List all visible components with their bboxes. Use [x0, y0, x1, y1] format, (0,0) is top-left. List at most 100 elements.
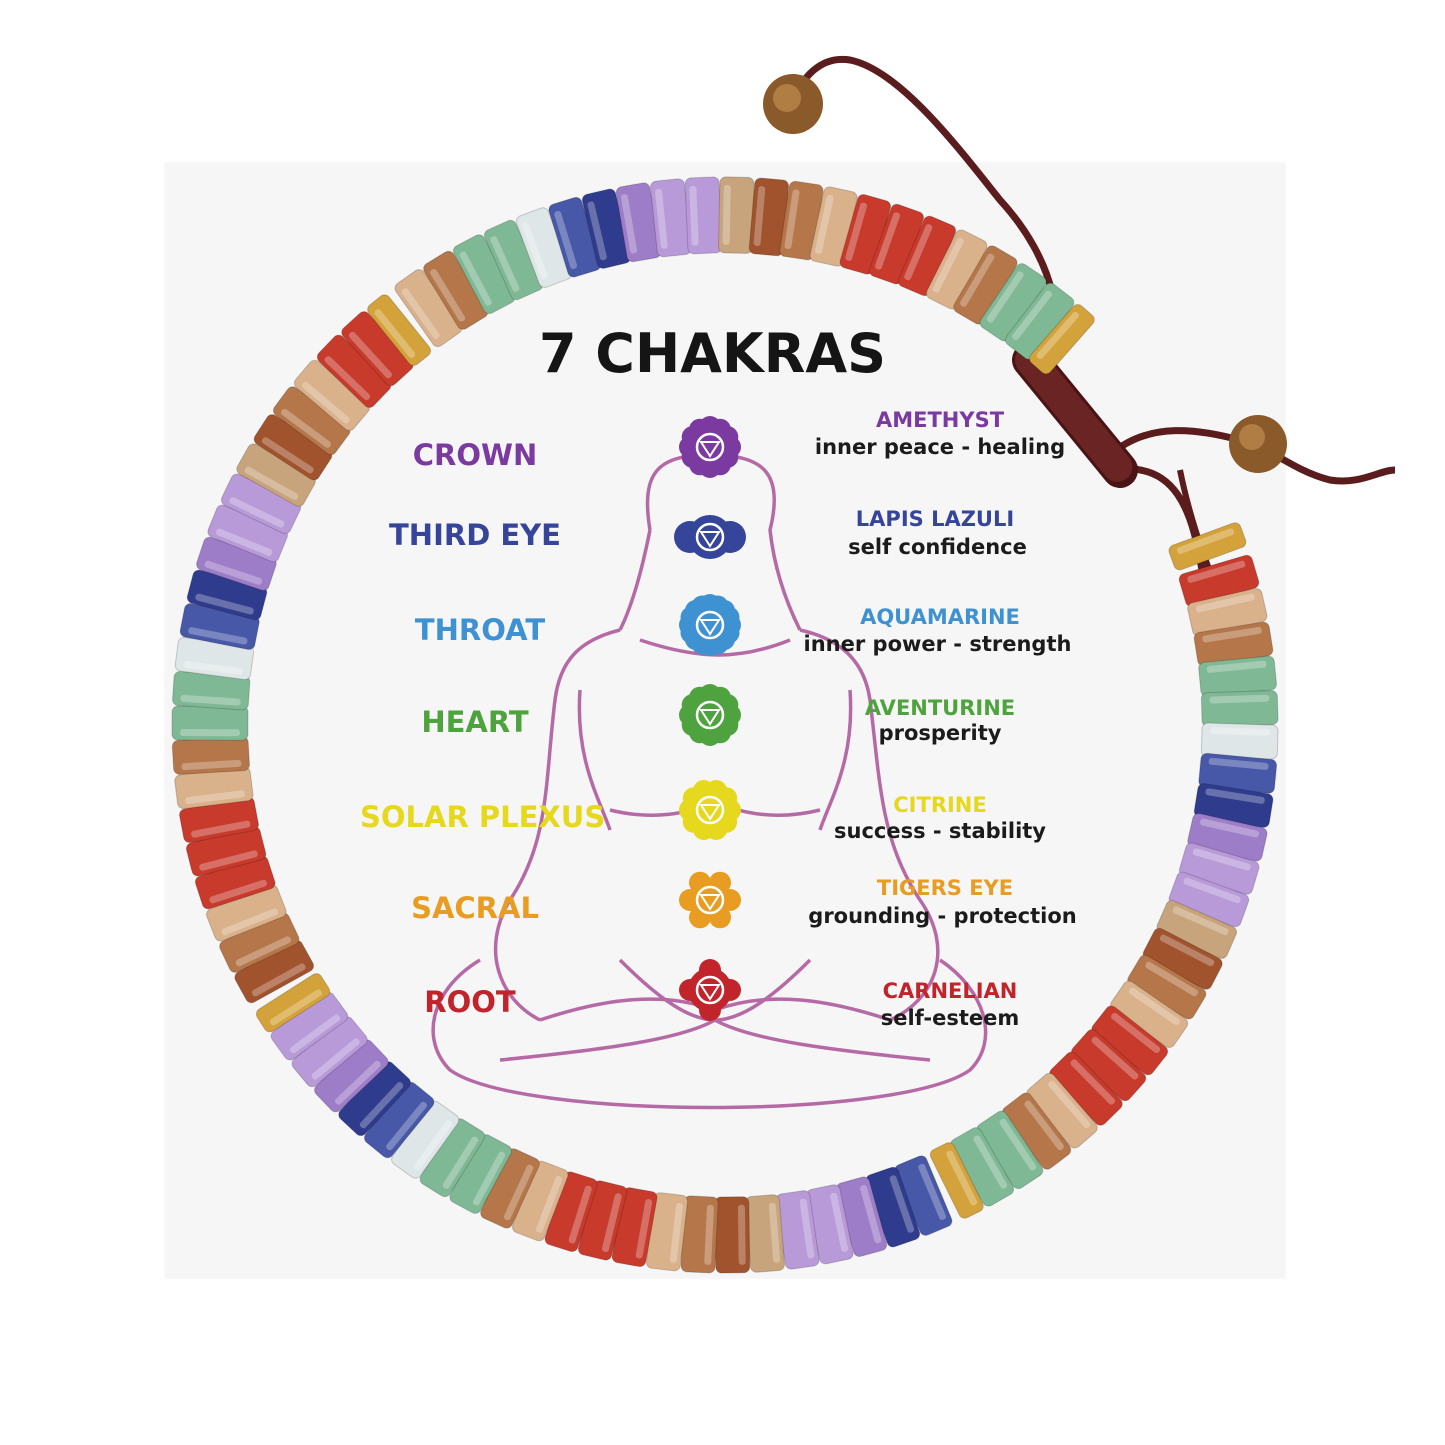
bead-highlight [845, 202, 867, 261]
bead-highlight [185, 790, 245, 805]
bead-highlight [1183, 877, 1241, 904]
bead-highlight [918, 1163, 947, 1221]
bead-highlight [737, 1204, 746, 1265]
gold-spacer-bead [367, 294, 432, 366]
bead-highlight [1012, 290, 1052, 341]
bead-highlight [587, 201, 607, 261]
bead-highlight [413, 1119, 453, 1171]
bead-highlight [946, 1150, 978, 1206]
stone-meaning-tigers-eye: grounding - protection [808, 904, 1077, 928]
throat-chakra-icon [679, 594, 741, 656]
bead-highlight [799, 1198, 815, 1259]
bead-highlight [195, 593, 254, 615]
page-title: 7 CHAKRAS [538, 322, 887, 385]
chakra-label-crown: CROWN [412, 438, 538, 472]
gold-spacer-bead [929, 1142, 984, 1219]
bead-highlight [875, 212, 901, 270]
bead-highlight [815, 194, 834, 254]
stone-meaning-citrine: success - stability [834, 819, 1046, 843]
chakra-label-sacral: SACRAL [411, 891, 539, 925]
bead-highlight [932, 237, 964, 293]
bead-highlight [442, 1136, 479, 1189]
heart-chakra-icon [679, 684, 741, 746]
bead-highlight [229, 497, 285, 528]
gold-spacer-bead [255, 973, 331, 1033]
bead-highlight [1202, 626, 1262, 643]
chakra-bead-ring [171, 176, 1279, 1274]
bead-highlight [183, 660, 243, 675]
bead-highlight [386, 1101, 428, 1151]
bead-highlight [459, 251, 492, 306]
bead-highlight [655, 188, 668, 249]
bead-highlight [1024, 1100, 1064, 1151]
bead-highlight [301, 381, 350, 424]
bead-highlight [1159, 934, 1215, 967]
bead-highlight [535, 1176, 563, 1233]
bead-highlight [348, 331, 392, 379]
bead-highlight [889, 1175, 915, 1233]
bead-highlight [635, 1199, 653, 1259]
bead-highlight [281, 408, 332, 448]
bead-highlight [1036, 311, 1079, 360]
chakra-label-solar-plexus: SOLAR PLEXUS [360, 800, 606, 834]
bead-highlight [1070, 1059, 1116, 1105]
solar-plexus-chakra-icon [679, 780, 741, 840]
chakra-label-root: ROOT [424, 985, 516, 1019]
bead-highlight [1111, 1012, 1161, 1054]
third-eye-chakra-icon [674, 515, 746, 559]
bead-highlight [430, 268, 466, 322]
bead-highlight [554, 211, 578, 269]
bead-highlight [1172, 906, 1229, 936]
bead-highlight [1048, 1080, 1091, 1129]
stone-meaning-carnelian: self-esteem [880, 1006, 1020, 1030]
bead-highlight [1206, 660, 1267, 673]
stone-meaning-lapis-lazuli: self confidence [848, 535, 1027, 559]
bead-highlight [669, 1202, 683, 1263]
bead-highlight [1192, 848, 1251, 871]
bead-highlight [251, 963, 306, 997]
bead-highlight [722, 184, 731, 245]
bead-highlight [401, 288, 440, 339]
bead-highlight [521, 222, 548, 280]
stone-name-citrine: CITRINE [893, 793, 987, 817]
stone-name-lapis-lazuli: LAPIS LAZULI [855, 507, 1015, 531]
bead-highlight [1091, 1036, 1139, 1080]
bead-highlight [1177, 528, 1235, 554]
stone-name-amethyst: AMETHYST [875, 408, 1005, 432]
bead-highlight [1205, 788, 1265, 804]
bead-highlight [753, 186, 766, 247]
bead-highlight [784, 189, 800, 249]
stone-name-carnelian: CARNELIAN [882, 979, 1018, 1003]
meditating-figure-outline [431, 453, 988, 1110]
bead-highlight [472, 1151, 506, 1206]
bead-highlight [374, 309, 416, 358]
bead-highlight [620, 194, 638, 254]
bead-highlight [244, 466, 299, 501]
bead-highlight [289, 1014, 341, 1054]
bead-highlight [215, 528, 273, 556]
stone-meaning-aquamarine: inner power - strength [803, 632, 1072, 656]
bead-highlight [324, 356, 371, 401]
root-chakra-icon [679, 959, 741, 1021]
bead-highlight [1128, 987, 1181, 1026]
bead-highlight [1187, 560, 1246, 583]
bead-highlight [503, 1164, 534, 1221]
bead-highlight [179, 729, 240, 737]
crown-chakra-icon [679, 416, 741, 478]
chakra-label-heart: HEART [421, 705, 529, 739]
bead-highlight [904, 224, 933, 281]
bead-highlight [261, 437, 314, 474]
bead-highlight [986, 271, 1024, 323]
gold-spacer-bead [1168, 522, 1247, 571]
bead-highlight [830, 1192, 849, 1252]
stone-name-tigers-eye: TIGERS EYE [876, 876, 1014, 900]
bead-highlight [209, 879, 267, 904]
bead-highlight [1209, 727, 1271, 736]
stone-meaning-aventurine: prosperity [878, 721, 1002, 745]
bead-highlight [191, 820, 251, 838]
bead-highlight [199, 850, 258, 871]
bead-highlight [1209, 694, 1270, 704]
stone-name-aquamarine: AQUAMARINE [860, 605, 1020, 629]
adjustable-cord [763, 55, 1396, 662]
